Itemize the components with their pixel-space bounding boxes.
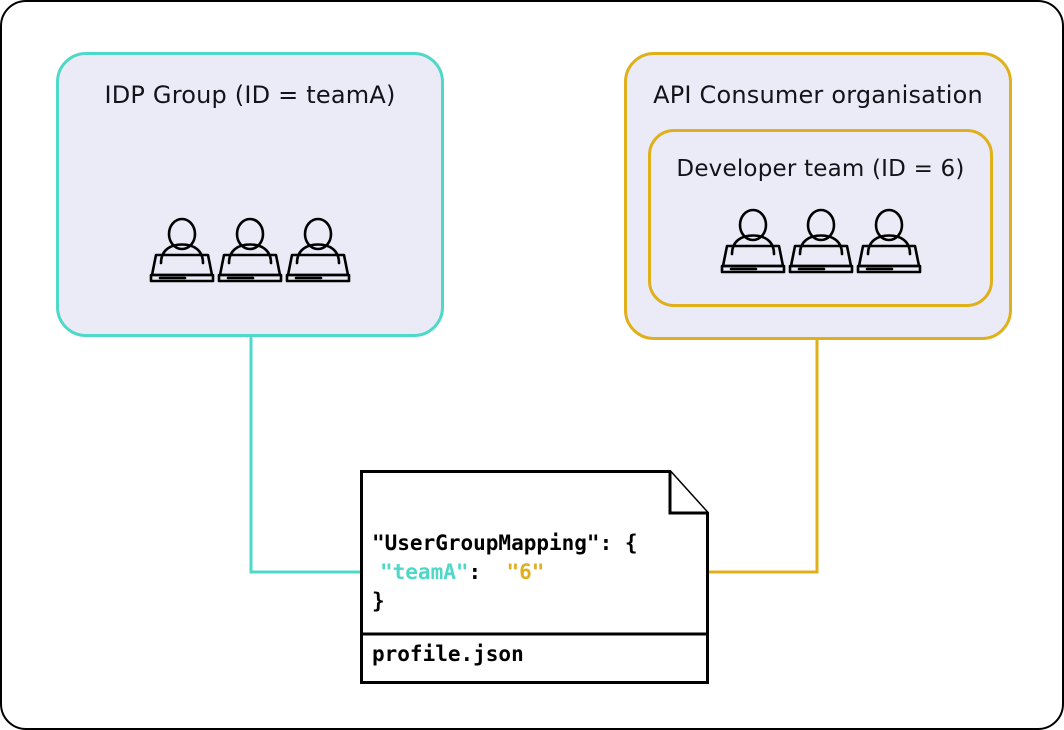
api-consumer-organisation-title: API Consumer organisation — [653, 81, 983, 109]
api-consumer-organisation-box[interactable]: API Consumer organisation Developer team… — [624, 52, 1012, 340]
mapping-key: "teamA" — [380, 560, 469, 584]
idp-group-title: IDP Group (ID = teamA) — [104, 81, 396, 109]
idp-group-box[interactable]: IDP Group (ID = teamA) — [56, 52, 444, 337]
profile-json-document[interactable]: "UserGroupMapping": { "teamA": "6" } pro… — [360, 470, 709, 684]
code-line-open: "UserGroupMapping": { — [372, 531, 638, 555]
mapping-separator: : — [468, 560, 482, 584]
mapping-value: "6" — [506, 560, 545, 584]
code-line-close: } — [372, 589, 385, 613]
developer-team-box[interactable]: Developer team (ID = 6) — [648, 129, 993, 307]
code-line-mapping: "teamA": "6" — [380, 560, 544, 584]
person-at-laptop-icon — [216, 217, 284, 287]
mapping-space — [481, 560, 506, 584]
person-at-laptop-icon — [284, 217, 352, 287]
developer-team-members — [651, 208, 990, 278]
developer-team-title: Developer team (ID = 6) — [676, 156, 965, 182]
person-at-laptop-icon — [855, 208, 923, 278]
document-outline-icon — [360, 470, 709, 684]
person-at-laptop-icon — [719, 208, 787, 278]
document-filename: profile.json — [372, 642, 524, 666]
person-at-laptop-icon — [787, 208, 855, 278]
person-at-laptop-icon — [148, 217, 216, 287]
idp-group-members — [59, 217, 441, 287]
